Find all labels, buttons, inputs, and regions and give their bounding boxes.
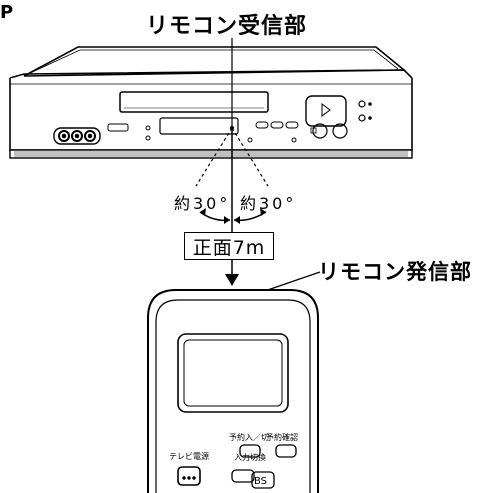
angle-line-left [195,127,233,187]
bs-button-label: BS [254,476,268,487]
corner-mark: P [0,2,14,23]
tv-power-label: テレビ電源 [169,452,209,461]
input-switch-label: 入力切換 [234,453,266,462]
vcr-device [9,46,413,159]
angle-label-right: 約30° [240,194,297,213]
angle-label-left: 約30° [174,194,231,213]
reserve-check-label: 予約確認 [266,433,298,442]
reserve-on-off-label: 予約入／切 [229,433,269,442]
transmitter-label: リモコン発信部 [318,260,472,284]
beam-arrowhead [225,274,239,286]
distance-label: 正面7m [184,232,274,260]
remote-control [147,289,319,493]
receiver-label: リモコン受信部 [146,14,308,39]
angle-line-right [231,127,269,187]
